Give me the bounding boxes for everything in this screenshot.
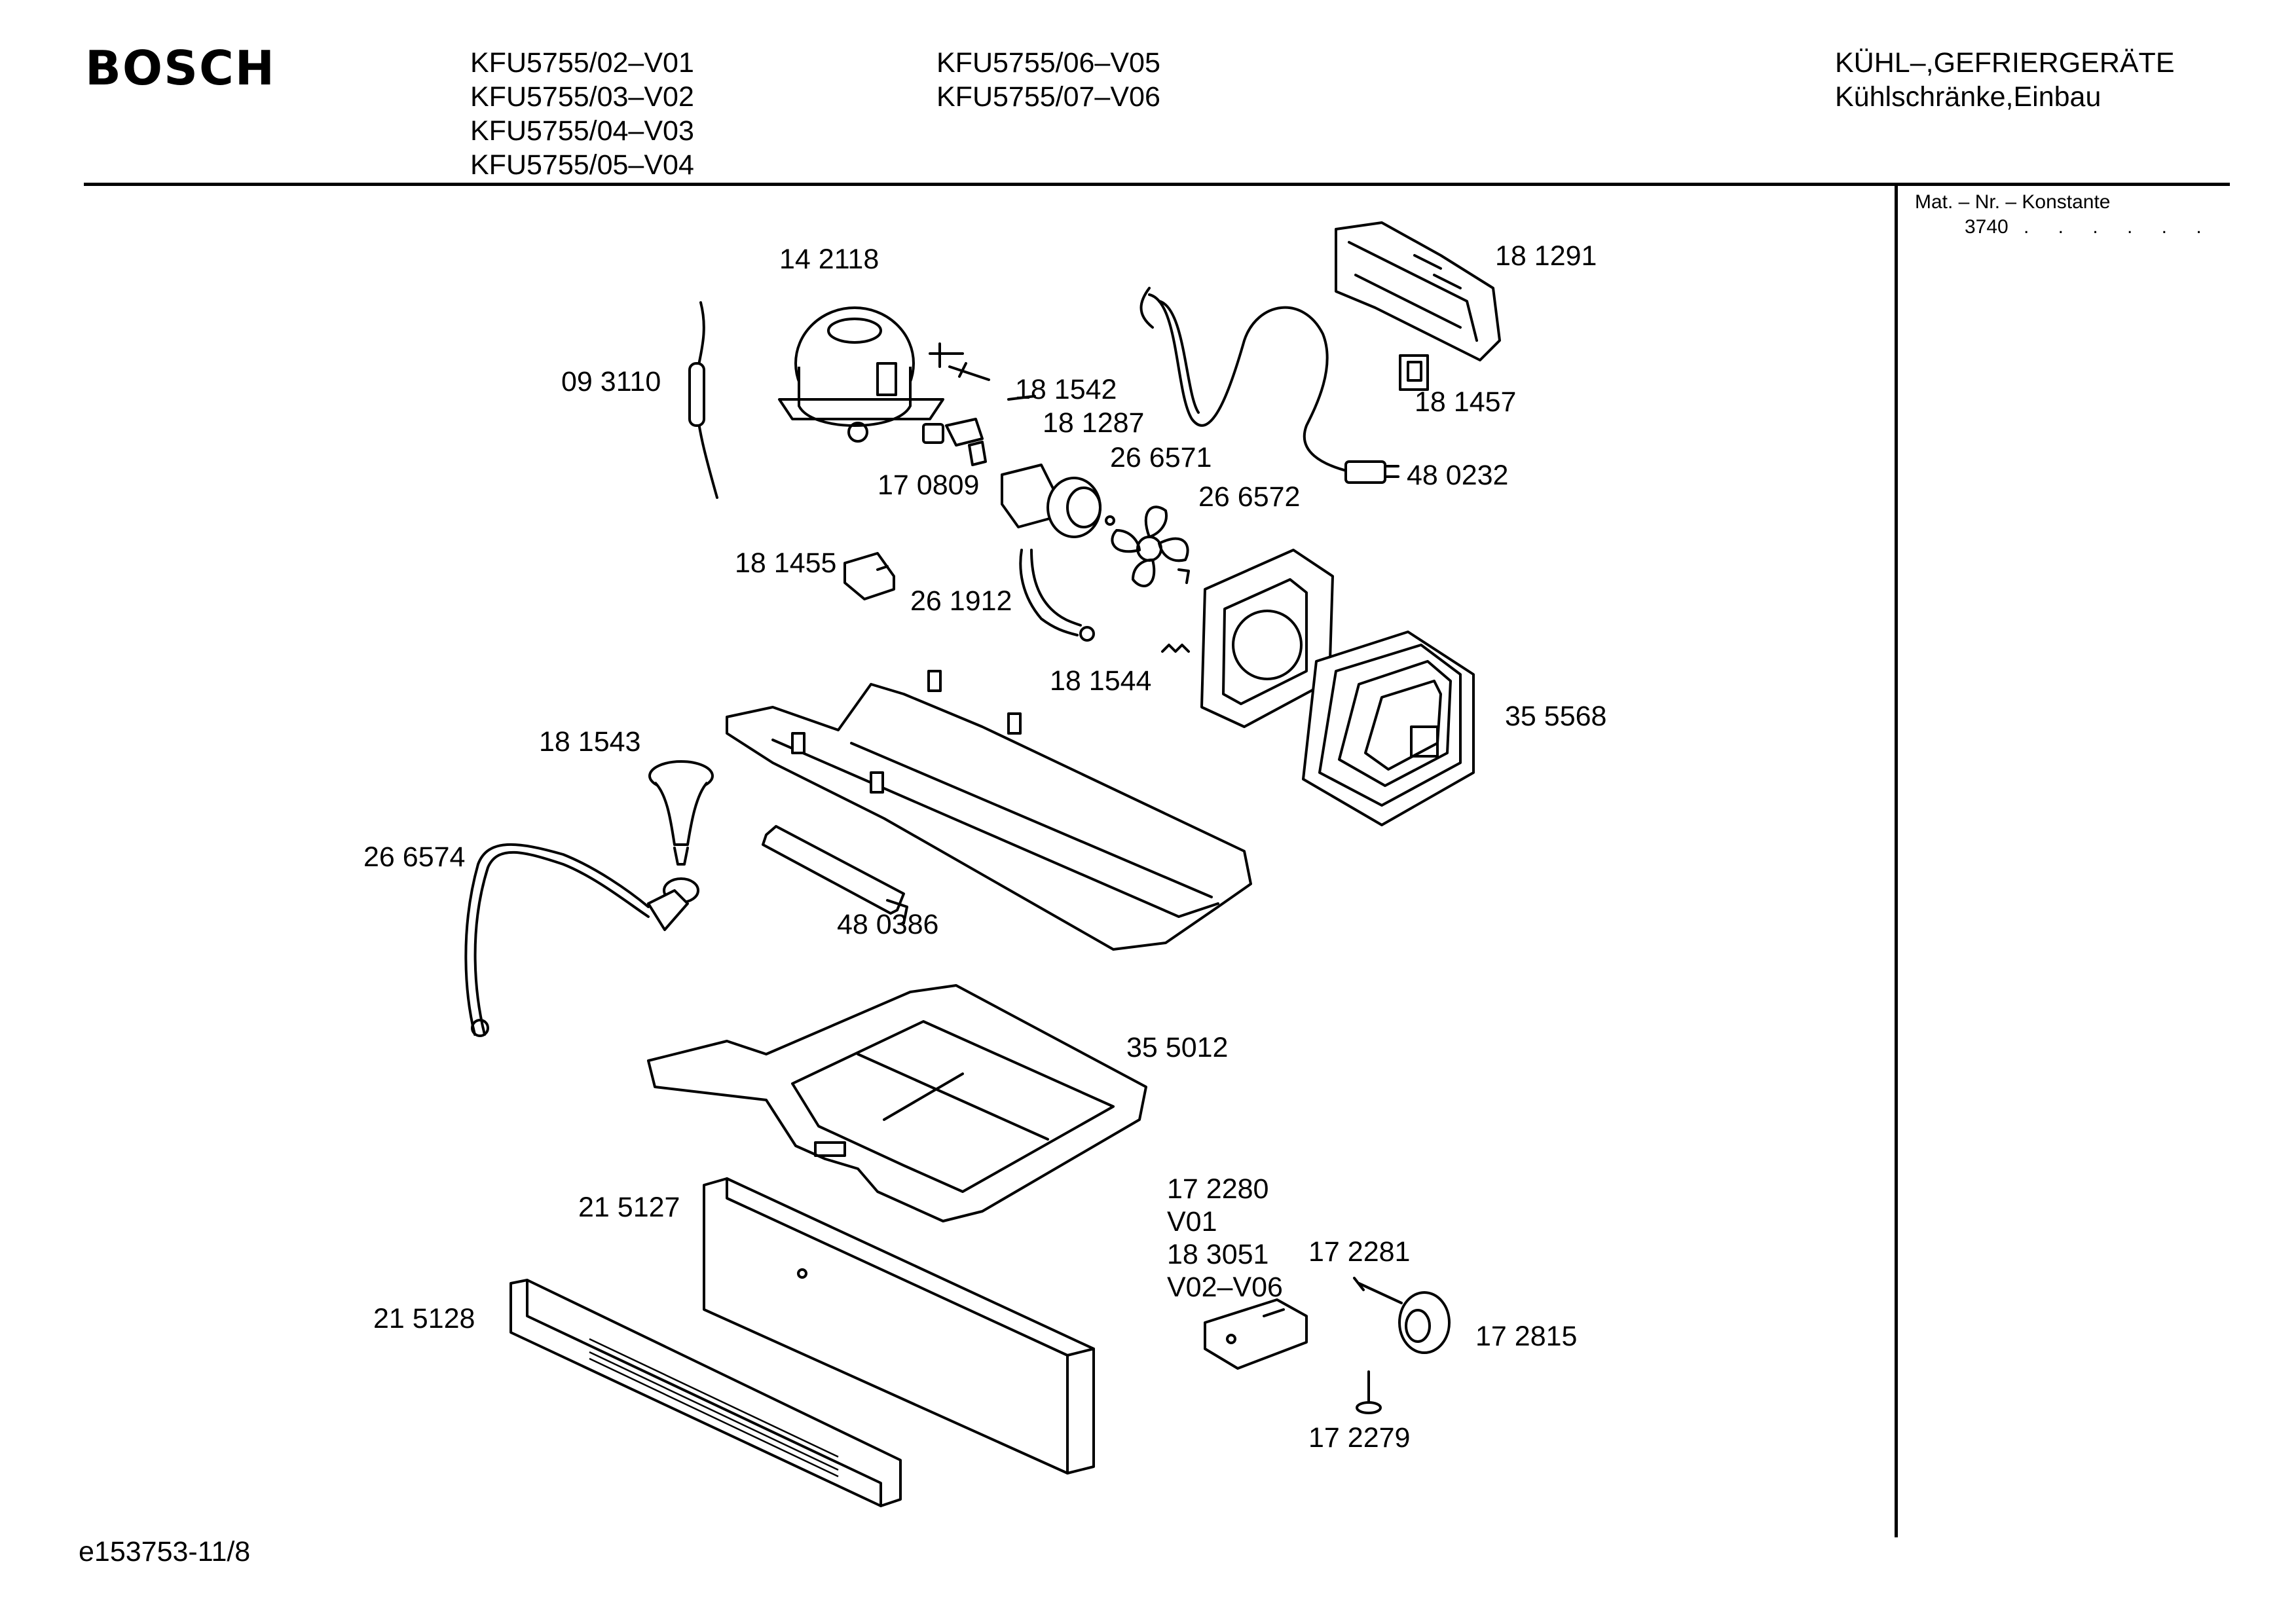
model-number: KFU5755/07–V06 <box>936 81 1160 113</box>
part-label: 48 0386 <box>837 909 938 940</box>
part-label: 26 6572 <box>1198 481 1300 513</box>
part-label: 18 1543 <box>539 726 640 758</box>
drain-pipe-drawing <box>464 843 699 1037</box>
model-number: KFU5755/06–V05 <box>936 47 1160 79</box>
part-label: 17 0809 <box>878 469 979 501</box>
compressor-drawing <box>778 306 944 443</box>
evaporator-drawing <box>1302 631 1475 826</box>
exploded-parts-drawing: 14 2118 09 3110 18 1542 18 1287 17 0809 … <box>363 221 1606 1507</box>
part-label: V02–V06 <box>1167 1272 1283 1303</box>
category-line: KÜHL–,GEFRIERGERÄTE <box>1835 47 2175 79</box>
dryer-tube-drawing <box>688 301 718 499</box>
part-label: 17 2280 <box>1167 1173 1268 1205</box>
part-label: 18 1291 <box>1495 240 1597 272</box>
part-label: 17 2281 <box>1308 1236 1410 1268</box>
part-label: 17 2815 <box>1475 1321 1577 1352</box>
clip-drawing <box>929 342 1036 401</box>
rear-cover-drawing <box>726 670 1252 951</box>
part-label: 26 6574 <box>363 841 465 873</box>
model-number: KFU5755/03–V02 <box>470 81 694 113</box>
part-label: 14 2118 <box>779 244 879 275</box>
model-list-left: KFU5755/02–V01 KFU5755/03–V02 KFU5755/04… <box>470 46 694 182</box>
part-label: 21 5127 <box>578 1192 680 1223</box>
category-line: Kühlschränke,Einbau <box>1835 81 2102 113</box>
material-number-value: 3740 <box>1965 216 2009 238</box>
header-divider <box>84 183 2230 186</box>
part-label: V01 <box>1167 1206 1217 1237</box>
part-label: 18 1457 <box>1415 386 1516 418</box>
part-label: 26 6571 <box>1110 442 1212 473</box>
kick-plate-drawing <box>703 1177 1095 1475</box>
door-switch-drawing <box>843 552 895 600</box>
part-label: 18 1287 <box>1043 407 1144 439</box>
ventilation-grille-drawing <box>509 1279 902 1507</box>
model-number: KFU5755/05–V04 <box>470 149 694 181</box>
part-label: 48 0232 <box>1407 460 1508 491</box>
part-label: 18 1455 <box>735 547 836 579</box>
control-knob-drawing <box>1398 1291 1451 1354</box>
side-panel-divider <box>1895 185 1898 1537</box>
drawing-code: e153753-11/8 <box>79 1536 251 1567</box>
brand-logo: BOSCH <box>85 41 276 96</box>
part-label: 26 1912 <box>910 585 1012 617</box>
part-label: 35 5012 <box>1126 1032 1228 1063</box>
drain-hose-drawing <box>1019 549 1095 642</box>
model-number: KFU5755/02–V01 <box>470 47 694 79</box>
part-label: 35 5568 <box>1505 701 1606 732</box>
model-list-right: KFU5755/06–V05 KFU5755/07–V06 <box>936 46 1160 114</box>
adjuster-foot-drawing <box>1356 1370 1382 1414</box>
bracket-drawing <box>1335 221 1501 361</box>
fan-motor-drawing <box>1046 477 1115 538</box>
control-module-drawing <box>1204 1298 1308 1370</box>
knob-pin-drawing <box>1353 1277 1403 1304</box>
spring-drawing <box>1161 644 1190 653</box>
material-number-dots: . . . . . . <box>2024 216 2213 238</box>
part-label: 21 5128 <box>373 1303 475 1334</box>
part-label: 09 3110 <box>561 366 661 397</box>
heater-rod-drawing <box>762 825 908 925</box>
power-cable-drawing <box>1139 287 1399 484</box>
part-label: 17 2279 <box>1308 1422 1410 1454</box>
part-label: 18 1544 <box>1050 665 1151 697</box>
switch-drawing <box>1399 354 1429 391</box>
drip-tray-drawing <box>647 984 1147 1222</box>
fan-blade-drawing <box>1111 505 1190 587</box>
material-number-label: Mat. – Nr. – Konstante <box>1915 191 2111 213</box>
product-category: KÜHL–,GEFRIERGERÄTE Kühlschränke,Einbau <box>1835 46 2175 114</box>
part-label: 18 1542 <box>1015 374 1117 405</box>
part-label: 18 3051 <box>1167 1239 1268 1270</box>
relay-drawing <box>922 418 1056 528</box>
model-number: KFU5755/04–V03 <box>470 115 694 147</box>
drain-funnel-drawing <box>648 760 714 866</box>
